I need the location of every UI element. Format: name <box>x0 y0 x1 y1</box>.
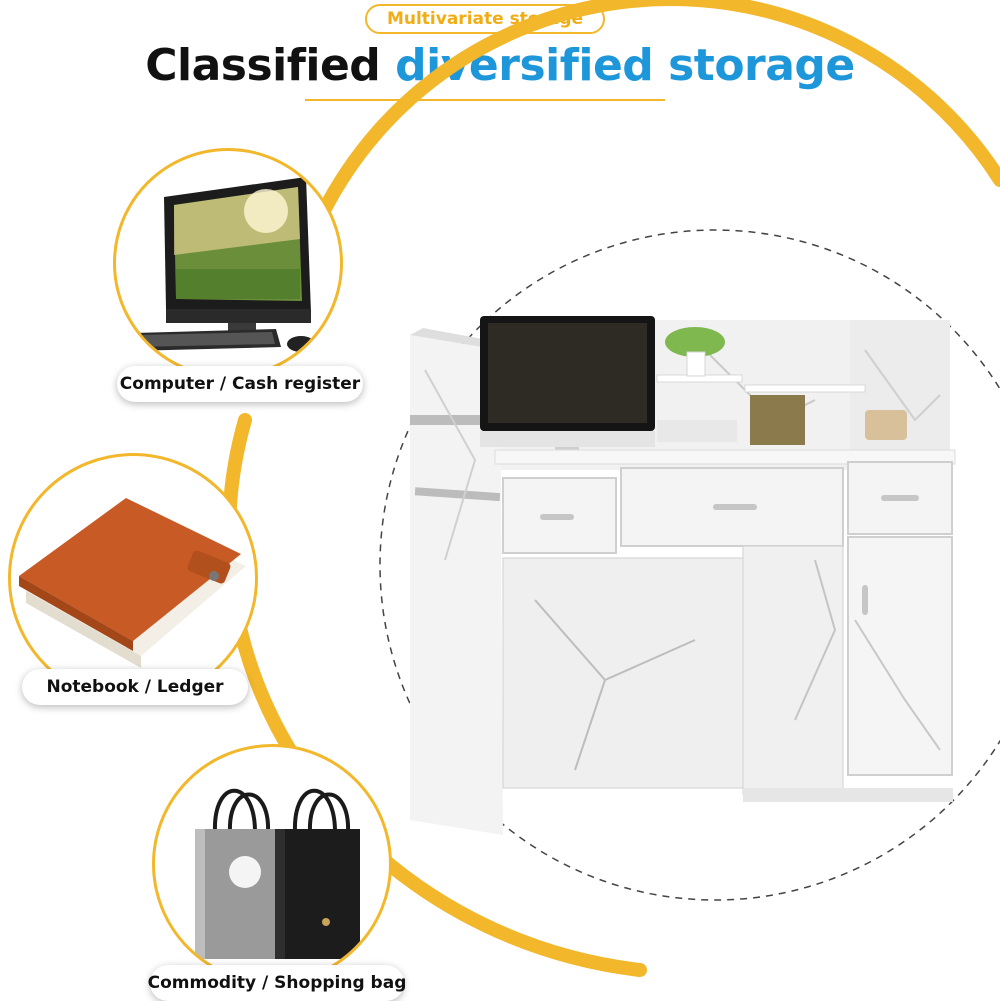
computer-caption: Computer / Cash register <box>117 366 363 402</box>
notebook-caption: Notebook / Ledger <box>22 669 248 705</box>
computer-icon <box>130 177 315 352</box>
title-dark-part: Classified <box>145 40 381 91</box>
notebook-icon <box>19 498 246 668</box>
title-underline <box>305 99 665 101</box>
computer-circle <box>113 148 343 378</box>
shopping-bag-icon <box>195 788 360 959</box>
shopping-bag-caption: Commodity / Shopping bag <box>148 965 406 1001</box>
shopping-bag-circle <box>152 744 392 984</box>
reception-desk-image <box>410 316 956 835</box>
notebook-circle <box>8 453 258 703</box>
